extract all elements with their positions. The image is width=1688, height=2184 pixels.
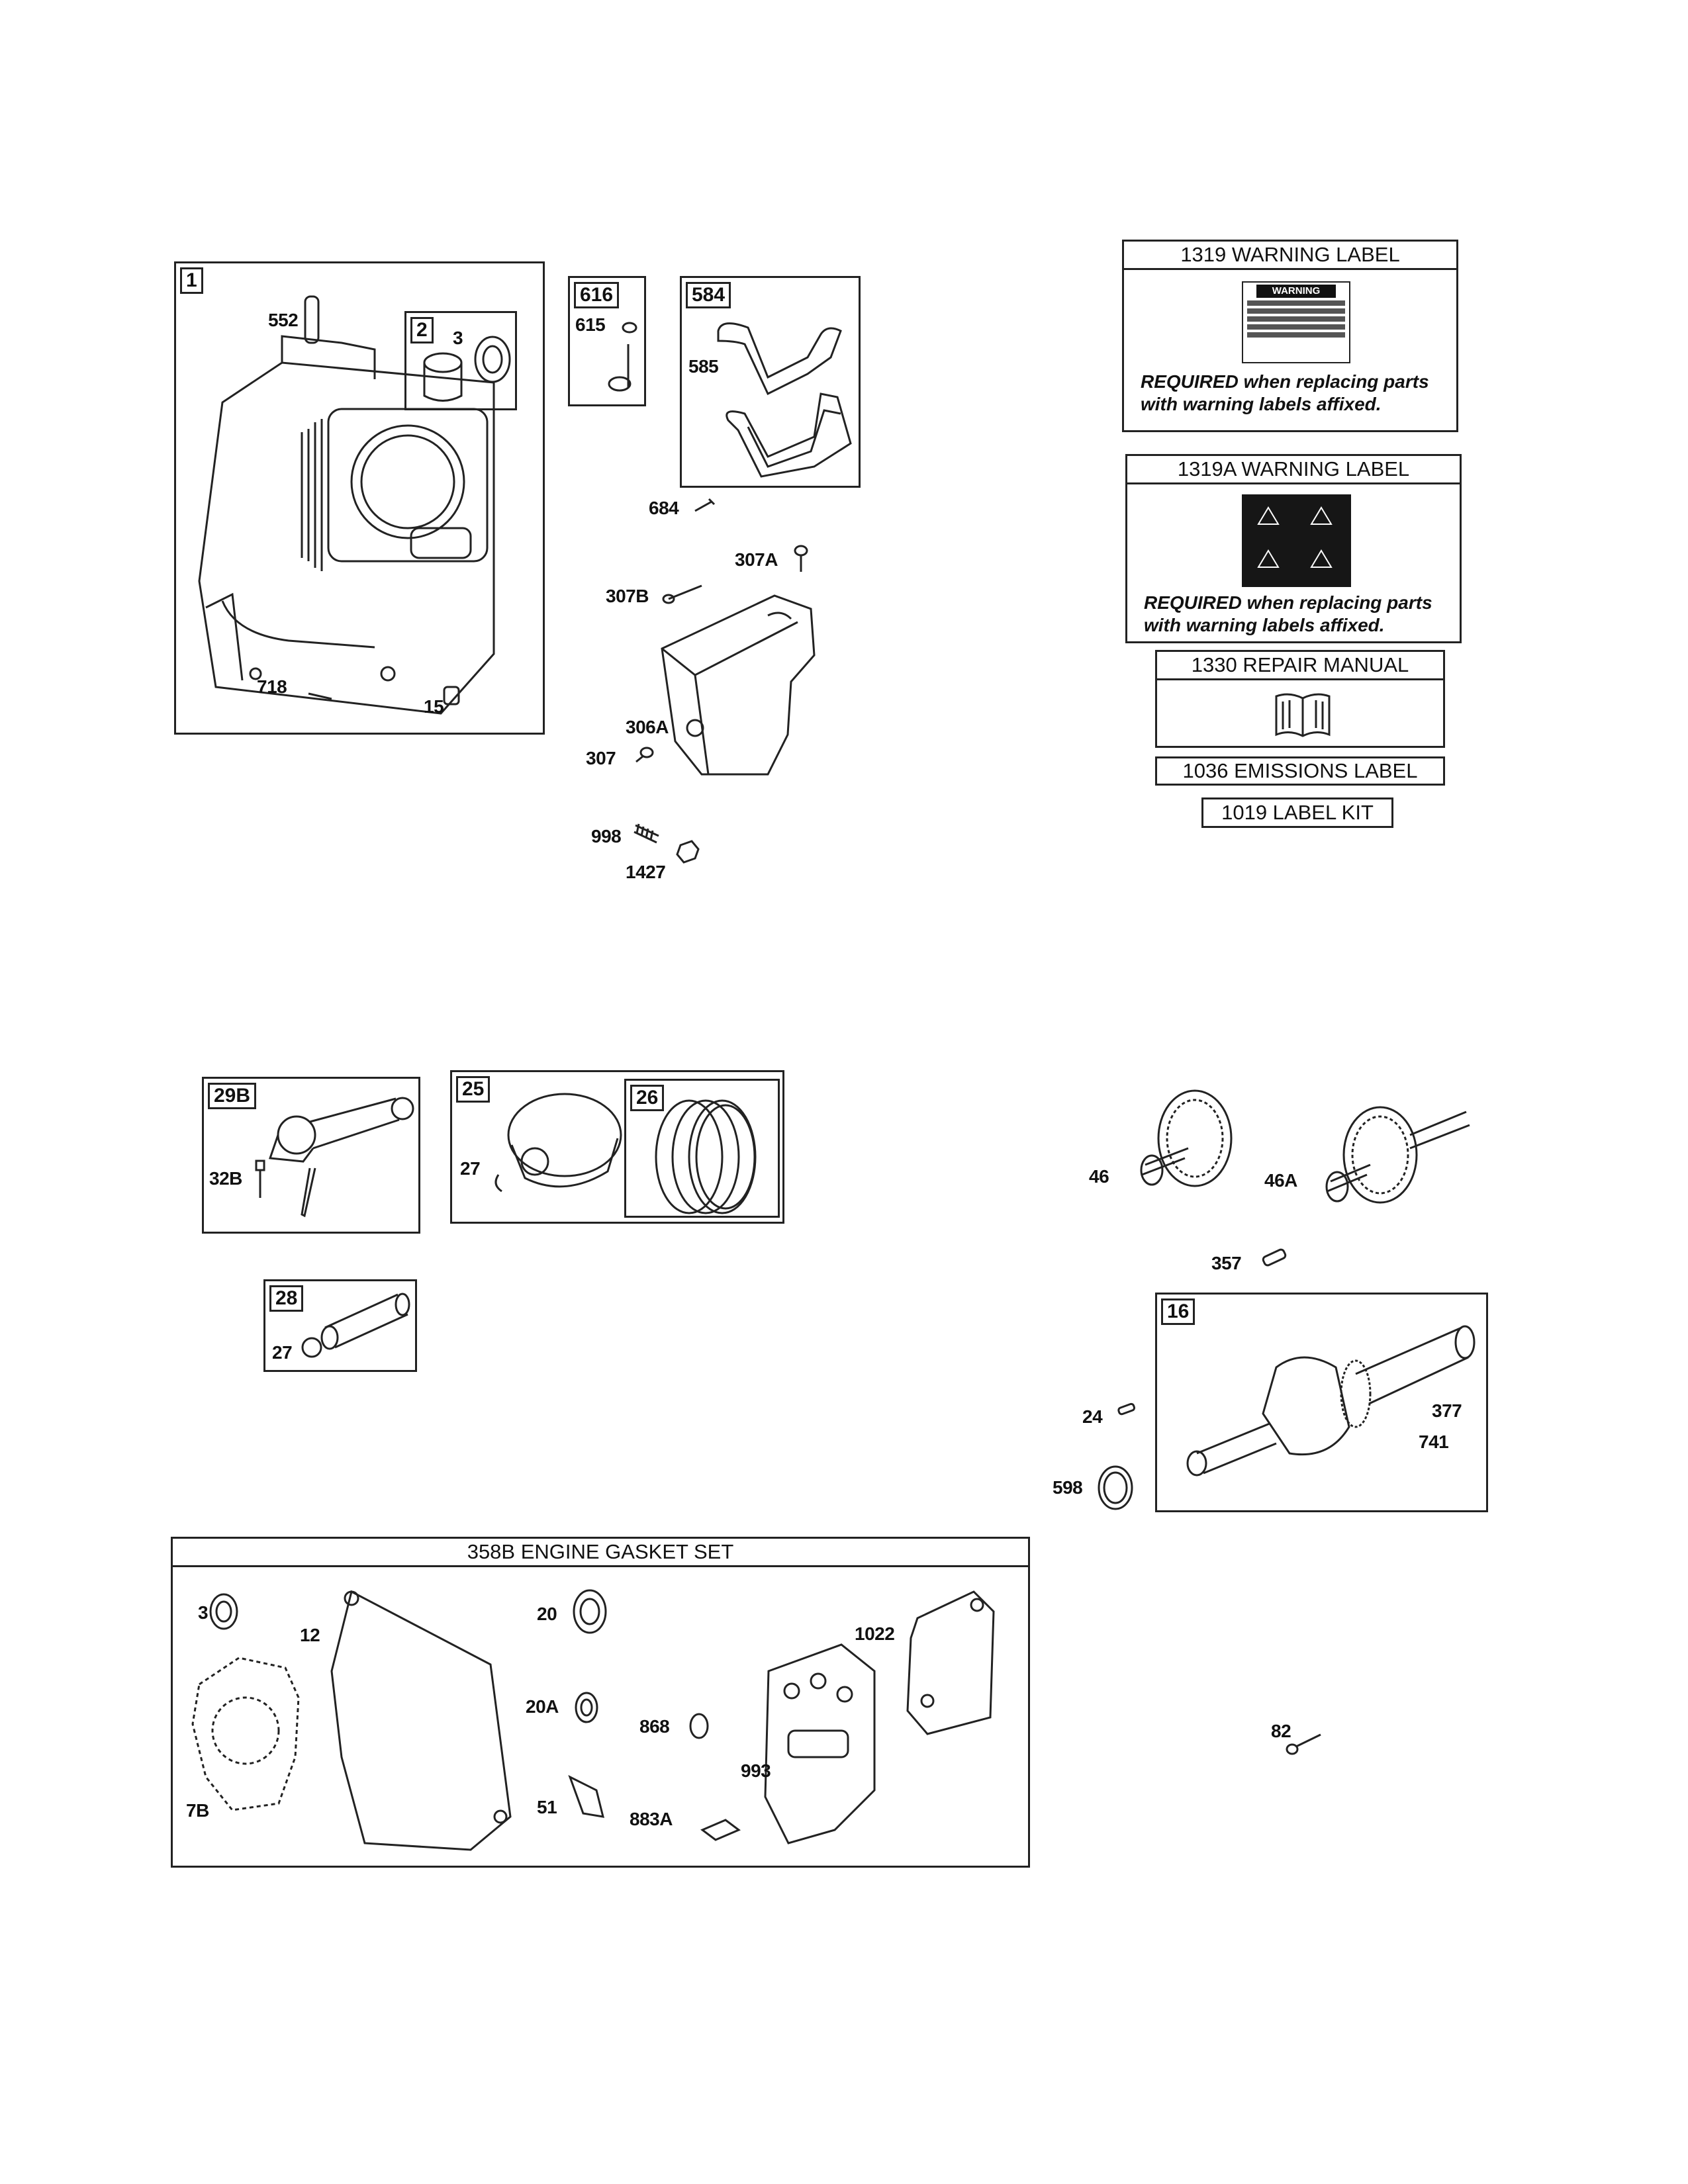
callout-7b: 7B <box>186 1800 209 1821</box>
callout-741: 741 <box>1419 1432 1449 1452</box>
callout-684: 684 <box>649 498 679 518</box>
rod-bolt-32b-drawing <box>254 1160 267 1199</box>
engine-gasket-set-box: 358B ENGINE GASKET SET <box>171 1537 1030 1868</box>
callout-868: 868 <box>639 1716 670 1737</box>
part-tag-616: 616 <box>574 282 620 308</box>
warning-label-1319a-box: 1319A WARNING LABEL REQUIRED when replac… <box>1125 454 1462 643</box>
callout-1022: 1022 <box>855 1623 895 1644</box>
required-text: when replacing parts <box>1246 592 1432 613</box>
breather-box-584: 584 585 <box>680 276 861 488</box>
callout-gasket-3: 3 <box>198 1602 209 1623</box>
warning-label-1319-box: 1319 WARNING LABEL WARNING REQUIRED when… <box>1122 240 1458 432</box>
camshaft-46-drawing <box>1125 1085 1238 1205</box>
pin-24-drawing <box>1115 1402 1139 1418</box>
callout-46: 46 <box>1089 1166 1109 1187</box>
piston-pin-box-28: 28 27 <box>263 1279 417 1372</box>
callout-3: 3 <box>453 328 463 348</box>
washer-598-drawing <box>1092 1461 1139 1514</box>
gasket-set-drawing <box>173 1539 1032 1870</box>
callout-32b: 32B <box>209 1168 242 1189</box>
label-kit-title: 1019 LABEL KIT <box>1221 801 1374 824</box>
required-word: REQUIRED <box>1141 371 1239 392</box>
callout-883a: 883A <box>630 1809 673 1829</box>
piston-rings-box-26: 26 <box>624 1079 780 1218</box>
required-text-line2: with warning labels affixed. <box>1144 615 1385 635</box>
callout-1427: 1427 <box>626 862 666 882</box>
connecting-rod-box-29b: 29B 32B <box>202 1077 420 1234</box>
part-tag-26: 26 <box>630 1085 665 1111</box>
callout-27-pin: 27 <box>272 1342 293 1363</box>
callout-20a: 20A <box>526 1696 559 1717</box>
callout-585: 585 <box>688 356 719 377</box>
repair-manual-title: 1330 REPAIR MANUAL <box>1157 652 1443 680</box>
callout-24: 24 <box>1082 1406 1103 1427</box>
piston-drawing <box>452 1072 786 1226</box>
bolt-307b-drawing <box>662 579 708 606</box>
crankshaft-box-16: 16 377 741 <box>1155 1293 1488 1512</box>
sleeve-and-seal-drawing <box>406 313 519 412</box>
callout-306a: 306A <box>626 717 669 737</box>
part-tag-16: 16 <box>1161 1298 1196 1325</box>
hazard-symbols-icon <box>1242 494 1351 587</box>
callout-998: 998 <box>591 826 622 846</box>
cylinder-sleeve-box: 2 3 <box>404 311 517 410</box>
part-tag-29b: 29B <box>208 1083 257 1109</box>
stud-and-nut-drawing <box>629 817 708 870</box>
piston-assembly-box-25: 25 27 26 <box>450 1070 784 1224</box>
screw-684-drawing <box>692 496 718 516</box>
callout-15: 15 <box>424 696 444 717</box>
warning-label-1319-requirement: REQUIRED when replacing parts with warni… <box>1141 371 1429 416</box>
emissions-label-box: 1036 EMISSIONS LABEL <box>1155 756 1445 786</box>
piston-pin-drawing <box>265 1281 419 1374</box>
emissions-label-title: 1036 EMISSIONS LABEL <box>1182 759 1418 782</box>
warning-label-1319a-image <box>1242 494 1351 587</box>
callout-82: 82 <box>1271 1721 1291 1741</box>
callout-27-piston: 27 <box>460 1158 481 1179</box>
breather-tube-drawing <box>682 278 863 490</box>
callout-307b: 307B <box>606 586 649 606</box>
piston-rings-drawing <box>626 1081 782 1220</box>
warning-label-1319a-requirement: REQUIRED when replacing parts with warni… <box>1144 592 1432 637</box>
callout-598: 598 <box>1053 1477 1083 1498</box>
callout-307: 307 <box>586 748 616 768</box>
required-text-line2: with warning labels affixed. <box>1141 394 1382 414</box>
part-tag-25: 25 <box>456 1076 491 1103</box>
warning-label-1319-image: WARNING <box>1242 281 1350 363</box>
connecting-rod-drawing <box>204 1079 422 1236</box>
air-guide-306a-drawing <box>655 582 827 781</box>
callout-46a: 46A <box>1264 1170 1297 1191</box>
callout-993: 993 <box>741 1760 771 1781</box>
callout-718: 718 <box>257 676 287 697</box>
bolt-kit-box-616: 616 615 <box>568 276 646 406</box>
part-tag-1: 1 <box>180 267 203 294</box>
required-word: REQUIRED <box>1144 592 1242 613</box>
engine-gasket-set-title: 358B ENGINE GASKET SET <box>173 1539 1028 1567</box>
repair-manual-box: 1330 REPAIR MANUAL <box>1155 650 1445 748</box>
callout-20: 20 <box>537 1604 557 1624</box>
callout-377: 377 <box>1432 1400 1462 1421</box>
book-icon <box>1270 688 1336 741</box>
callout-12: 12 <box>300 1625 320 1645</box>
callout-357: 357 <box>1211 1253 1242 1273</box>
part-tag-584: 584 <box>686 282 731 308</box>
warning-label-header: WARNING <box>1256 285 1336 298</box>
callout-552: 552 <box>268 310 299 330</box>
screw-82-drawing <box>1284 1731 1324 1757</box>
key-357-drawing <box>1258 1248 1291 1271</box>
bolt-drawing <box>570 278 648 408</box>
camshaft-46a-drawing <box>1317 1095 1483 1214</box>
warning-label-1319a-title: 1319A WARNING LABEL <box>1127 456 1460 484</box>
part-tag-28: 28 <box>269 1285 304 1312</box>
required-text: when replacing parts <box>1243 371 1429 392</box>
screw-307-drawing <box>632 745 655 764</box>
callout-51: 51 <box>537 1797 557 1817</box>
screw-307a-drawing <box>791 544 811 574</box>
part-tag-2: 2 <box>410 317 434 343</box>
callout-615: 615 <box>575 314 606 335</box>
cylinder-assembly-box: 1 2 3 <box>174 261 545 735</box>
warning-label-1319-title: 1319 WARNING LABEL <box>1124 242 1456 270</box>
crankshaft-drawing <box>1157 1295 1490 1514</box>
label-kit-box: 1019 LABEL KIT <box>1201 797 1393 828</box>
callout-307a: 307A <box>735 549 778 570</box>
